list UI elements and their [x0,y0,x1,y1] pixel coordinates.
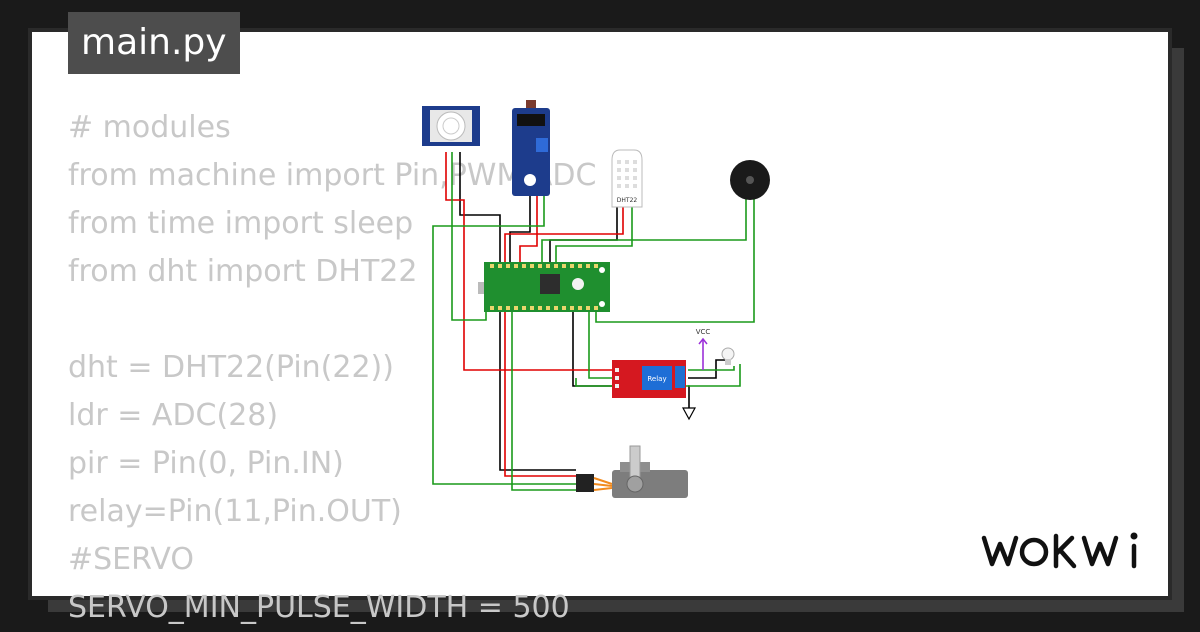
wire-red [504,207,624,262]
code-preview: # modules from machine import Pin,PWM,ADC… [68,104,596,632]
wire-black [688,385,690,408]
wires [432,152,755,491]
ldr-potentiometer [536,138,548,152]
ldr-photoresistor [526,100,536,110]
ground-icon [681,407,697,421]
pico-mount-hole [599,267,605,273]
pir-dome [436,111,466,141]
pico-mount-hole [599,301,605,307]
code-line: ldr = ADC(28) [68,398,279,433]
raspberry-pi-pico[interactable] [478,262,610,312]
ldr-chip [517,114,545,126]
wire-red [504,312,576,477]
wire-green [541,198,747,262]
relay-cube [642,366,672,390]
vcc-label: VCC [696,328,711,336]
pico-pins-top [490,264,598,268]
wokwi-logo [981,532,1138,569]
wire-green [588,312,612,379]
bulb-glass [721,347,735,361]
servo-body [612,470,688,498]
wire-black [688,359,726,379]
bulb-base [725,359,731,365]
preview-card: # modules from machine import Pin,PWM,ADC… [32,32,1168,625]
servo-connector [576,474,594,492]
wire-green [595,198,755,323]
servo-motor[interactable] [576,445,688,498]
pico-usb [478,282,488,294]
wire-black [572,312,612,387]
dht22-label: DHT22 [617,197,638,204]
file-tab-main-py[interactable]: main.py [68,12,240,74]
wire-red [519,196,538,262]
wire-green [555,207,633,262]
servo-cable [593,477,613,491]
buzzer[interactable] [730,160,770,200]
code-line: from dht import DHT22 [68,254,418,289]
ldr-board [512,108,550,196]
code-line: from time import sleep [68,206,414,241]
relay-label: Relay [647,375,666,383]
code-line: from machine import Pin,PWM,ADC [68,158,597,193]
pir-sensor[interactable] [422,106,480,146]
code-line: #SERVO [68,542,194,577]
ldr-sensor[interactable] [512,100,550,196]
code-line: dht = DHT22(Pin(22)) [68,350,394,385]
relay-module[interactable]: Relay [612,360,686,398]
code-line: # modules [68,110,231,145]
ldr-hole [524,174,536,186]
buzzer-center [746,176,754,184]
vcc-arrow-icon [698,337,708,345]
vcc-symbol: VCC [696,328,711,345]
servo-shaft [626,475,644,493]
wire-green [511,312,576,491]
pico-chip [540,274,560,294]
code-line: SERVO_MIN_PULSE_WIDTH = 500 [68,590,570,625]
pir-dome-inner [442,117,460,135]
raspberry-logo-icon [572,278,584,290]
wire-red [445,152,612,371]
wire-black [509,196,531,262]
wire-green [451,152,487,321]
pico-pins-bottom [490,306,598,310]
dht22-sensor[interactable]: DHT22 [611,149,643,208]
relay-terminal [675,366,685,388]
wire-green [432,196,576,485]
bulb[interactable] [721,347,735,365]
code-line: relay=Pin(11,Pin.OUT) [68,494,402,529]
relay-pins [615,368,619,388]
wire-black [459,152,576,471]
dht22-grille [617,160,637,188]
code-line: pir = Pin(0, Pin.IN) [68,446,344,481]
wire-green [688,366,735,371]
ground-symbol [681,407,697,421]
